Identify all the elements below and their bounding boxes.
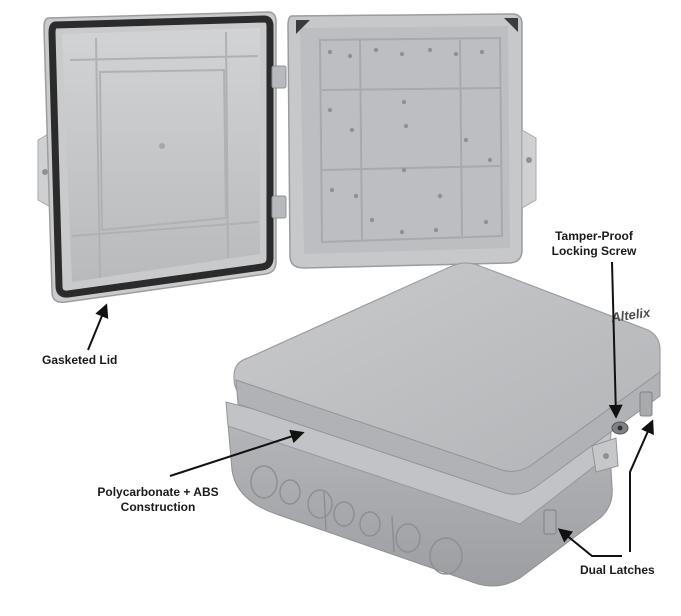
callout-gasketed-lid: Gasketed Lid — [42, 353, 117, 368]
callout-material: Polycarbonate + ABS Construction — [58, 485, 258, 515]
locking-screw-icon — [611, 421, 629, 435]
latch-icon — [543, 391, 653, 535]
open-enclosure — [37, 11, 537, 304]
dual-latches-label: Dual Latches — [580, 563, 655, 577]
callout-locking-screw: Tamper-Proof Locking Screw — [548, 229, 640, 259]
locking-screw-label-line2: Locking Screw — [551, 244, 637, 258]
gasketed-lid — [43, 11, 277, 304]
gasketed-lid-label: Gasketed Lid — [42, 353, 118, 367]
enclosure-side-wall — [227, 423, 613, 587]
brand-logo: Altelix — [609, 305, 651, 326]
hinge — [271, 65, 287, 219]
arrow-latch-right — [629, 419, 654, 552]
callout-arrows — [87, 261, 654, 557]
closed-enclosure: Altelix — [225, 262, 661, 587]
locking-screw-label-line1: Tamper-Proof — [555, 229, 633, 243]
lid-gasket — [48, 15, 274, 298]
arrow-material — [169, 429, 305, 477]
material-label-line1: Polycarbonate + ABS — [97, 485, 219, 499]
arrow-locking-screw — [608, 261, 623, 419]
conduit-knockouts — [250, 465, 463, 575]
material-label-line2: Construction — [120, 500, 196, 514]
arrow-latch-left — [557, 528, 622, 557]
arrow-gasketed-lid — [87, 303, 109, 351]
enclosure-base-open — [287, 13, 537, 269]
callout-dual-latches: Dual Latches — [580, 563, 655, 578]
